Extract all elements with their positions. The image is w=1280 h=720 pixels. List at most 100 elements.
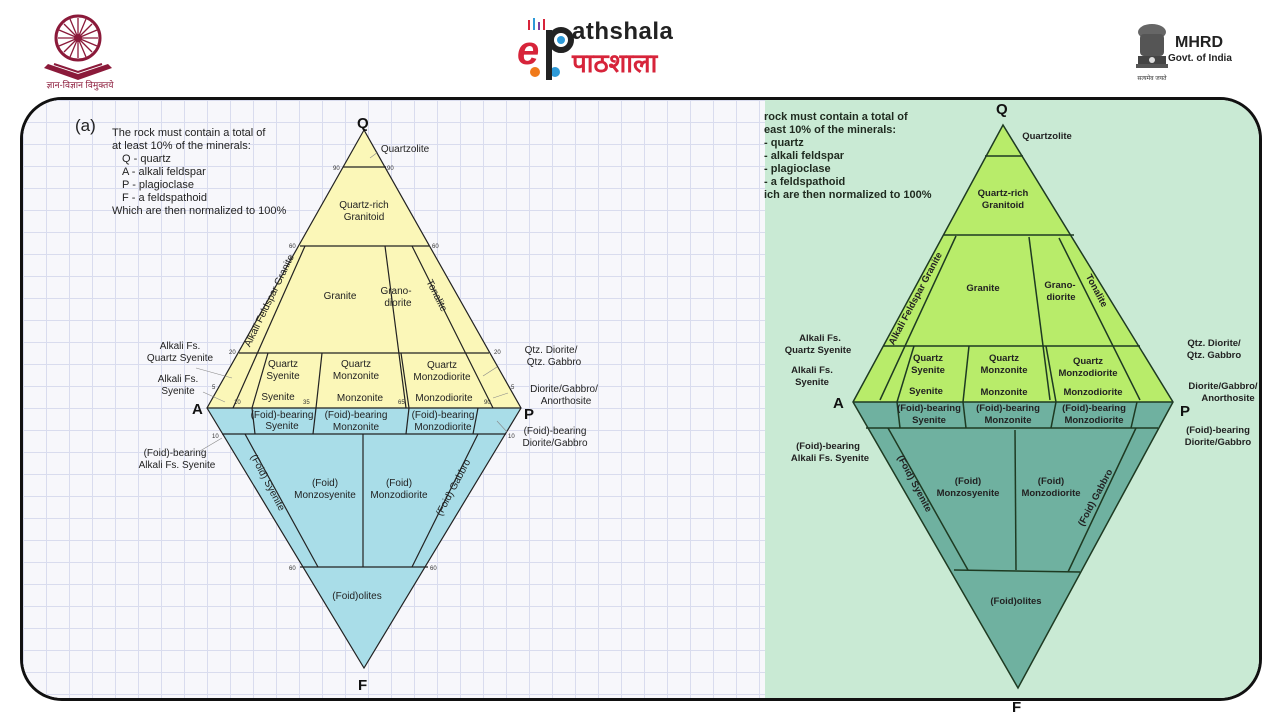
tick-label: 60: [289, 566, 296, 572]
field-quartz-syenite: Quartz: [268, 359, 298, 370]
vertex-q: Q: [357, 115, 369, 132]
note-line: - quartz: [764, 137, 804, 149]
vertex-a: A: [833, 395, 844, 412]
field-monzodiorite: Monzodiorite: [1063, 387, 1122, 398]
field-foid-bearing-monzonite: Monzonite: [333, 422, 380, 433]
field-diorite-gabbro: Diorite/Gabbro/: [1188, 381, 1258, 392]
field-quartzolite: Quartzolite: [381, 144, 430, 155]
ugc-caption: ज्ञान-विज्ञान विमुक्तये: [46, 80, 114, 90]
field-diorite-gabbro: Diorite/Gabbro/: [530, 384, 598, 395]
note-line: - plagioclase: [764, 163, 831, 175]
field-quartzolite: Quartzolite: [1022, 131, 1072, 142]
note-line: The rock must contain a total of: [112, 127, 266, 139]
note-line: P - plagioclase: [122, 179, 194, 191]
field-foid-bearing-syenite: (Foid)-bearing: [251, 410, 314, 421]
field-quartz-rich: Quartz-rich: [339, 200, 388, 211]
note-line: - alkali feldspar: [764, 150, 845, 162]
field-quartz-syenite: Syenite: [266, 371, 300, 382]
tick-label: 65: [398, 400, 405, 406]
field-diorite-gabbro: Anorthosite: [541, 396, 592, 407]
note-line: Q - quartz: [122, 153, 171, 165]
field-foid-bearing-diorite: Diorite/Gabbro: [1185, 437, 1252, 448]
tick-label: 20: [229, 350, 236, 356]
header-bar: ज्ञान-विज्ञान विमुक्तये e athshala पाठशा…: [0, 0, 1280, 95]
note-line: at least 10% of the minerals:: [112, 140, 251, 152]
field-foid-bearing-syenite: Syenite: [912, 415, 946, 426]
tick-label: 20: [494, 350, 501, 356]
panel-label: (a): [75, 116, 96, 135]
mineral-note: The rock must contain a total of at leas…: [112, 127, 286, 218]
field-foid-bearing-monzonite: (Foid)-bearing: [976, 403, 1040, 414]
field-foid-monzodiorite: Monzodiorite: [1021, 488, 1080, 499]
note-line: F - a feldspathoid: [122, 192, 207, 204]
field-granodiorite: diorite: [1046, 292, 1075, 303]
field-monzonite: Monzonite: [981, 387, 1028, 398]
field-foid-bearing-diorite: (Foid)-bearing: [524, 426, 587, 437]
field-quartz-monzonite: Monzonite: [981, 365, 1028, 376]
note-line: A - alkali feldspar: [122, 166, 206, 178]
tick-label: 10: [234, 400, 241, 406]
vertex-p: P: [1180, 403, 1190, 420]
tick-label: 5: [511, 385, 515, 391]
tick-label: 5: [212, 385, 216, 391]
field-alkali-syenite: Syenite: [161, 386, 195, 397]
field-foid-bearing-monzodiorite: Monzodiorite: [414, 422, 472, 433]
field-alkali-syenite: Syenite: [795, 377, 829, 388]
svg-text:e: e: [517, 29, 539, 73]
field-foid-monzosyenite: Monzosyenite: [294, 490, 356, 501]
field-foid-bearing-monzodiorite: Monzodiorite: [1064, 415, 1123, 426]
note-line: rock must contain a total of: [764, 111, 908, 123]
field-granodiorite: diorite: [384, 298, 412, 309]
field-granodiorite: Grano-: [1044, 280, 1075, 291]
field-foid-bearing-alkali-syenite: (Foid)-bearing: [796, 441, 860, 452]
field-foid-monzodiorite: Monzodiorite: [370, 490, 428, 501]
field-quartz-syenite: Syenite: [911, 365, 945, 376]
field-syenite: Syenite: [909, 386, 943, 397]
field-qtz-diorite: Qtz. Diorite/: [1187, 338, 1241, 349]
field-quartz-monzodiorite: Quartz: [427, 360, 457, 371]
field-quartz-monzodiorite: Monzodiorite: [1058, 368, 1117, 379]
note-line: ich are then normalized to 100%: [764, 189, 932, 201]
epathshala-mark-icon: e: [517, 18, 574, 80]
field-foid-monzodiorite: (Foid): [1038, 476, 1064, 487]
field-foid-bearing-syenite: Syenite: [265, 421, 299, 432]
note-line: east 10% of the minerals:: [764, 124, 897, 136]
field-quartz-monzonite: Quartz: [989, 353, 1019, 364]
right-mineral-note: rock must contain a total of east 10% of…: [764, 111, 932, 202]
field-quartz-rich: Granitoid: [344, 212, 385, 223]
field-foid-bearing-alkali-syenite: Alkali Fs. Syenite: [139, 460, 216, 471]
field-monzonite: Monzonite: [337, 393, 384, 404]
note-line: - a feldspathoid: [764, 176, 846, 188]
field-granite: Granite: [324, 291, 357, 302]
field-foid-bearing-alkali-syenite: (Foid)-bearing: [144, 448, 207, 459]
tick-label: 35: [303, 400, 310, 406]
field-foidolites: (Foid)olites: [332, 591, 381, 602]
epathshala-english: athshala: [572, 18, 674, 45]
field-qtz-diorite: Qtz. Diorite/: [525, 345, 578, 356]
tick-label: 90: [484, 400, 491, 406]
field-quartz-monzodiorite: Monzodiorite: [413, 372, 471, 383]
field-granite: Granite: [966, 283, 999, 294]
field-granodiorite: Grano-: [380, 286, 411, 297]
tick-label: 90: [333, 166, 340, 172]
field-qtz-diorite: Qtz. Gabbro: [1187, 350, 1242, 361]
field-alkali-syenite: Alkali Fs.: [791, 365, 833, 376]
field-foid-bearing-monzonite: (Foid)-bearing: [325, 410, 388, 421]
field-quartz-monzonite: Quartz: [341, 359, 371, 370]
chakra-book-icon: [44, 14, 112, 80]
field-foidolites: (Foid)olites: [990, 596, 1041, 607]
ashoka-emblem-icon: सत्यमेव जयते: [1136, 24, 1168, 82]
field-alkali-quartz-syenite: Quartz Syenite: [785, 345, 852, 356]
vertex-f: F: [1012, 699, 1021, 716]
field-alkali-quartz-syenite: Quartz Syenite: [147, 353, 214, 364]
field-quartz-monzodiorite: Quartz: [1073, 356, 1103, 367]
field-quartz-rich: Granitoid: [982, 200, 1024, 211]
vertex-a: A: [192, 401, 203, 418]
tick-label: 10: [508, 434, 515, 440]
vertex-q: Q: [996, 101, 1008, 118]
field-qtz-diorite: Qtz. Gabbro: [527, 357, 582, 368]
ugc-logo: [38, 8, 118, 94]
field-foid-bearing-diorite: Diorite/Gabbro: [522, 438, 587, 449]
mhrd-logo: सत्यमेव जयते MHRD Govt. of India: [1130, 20, 1270, 92]
